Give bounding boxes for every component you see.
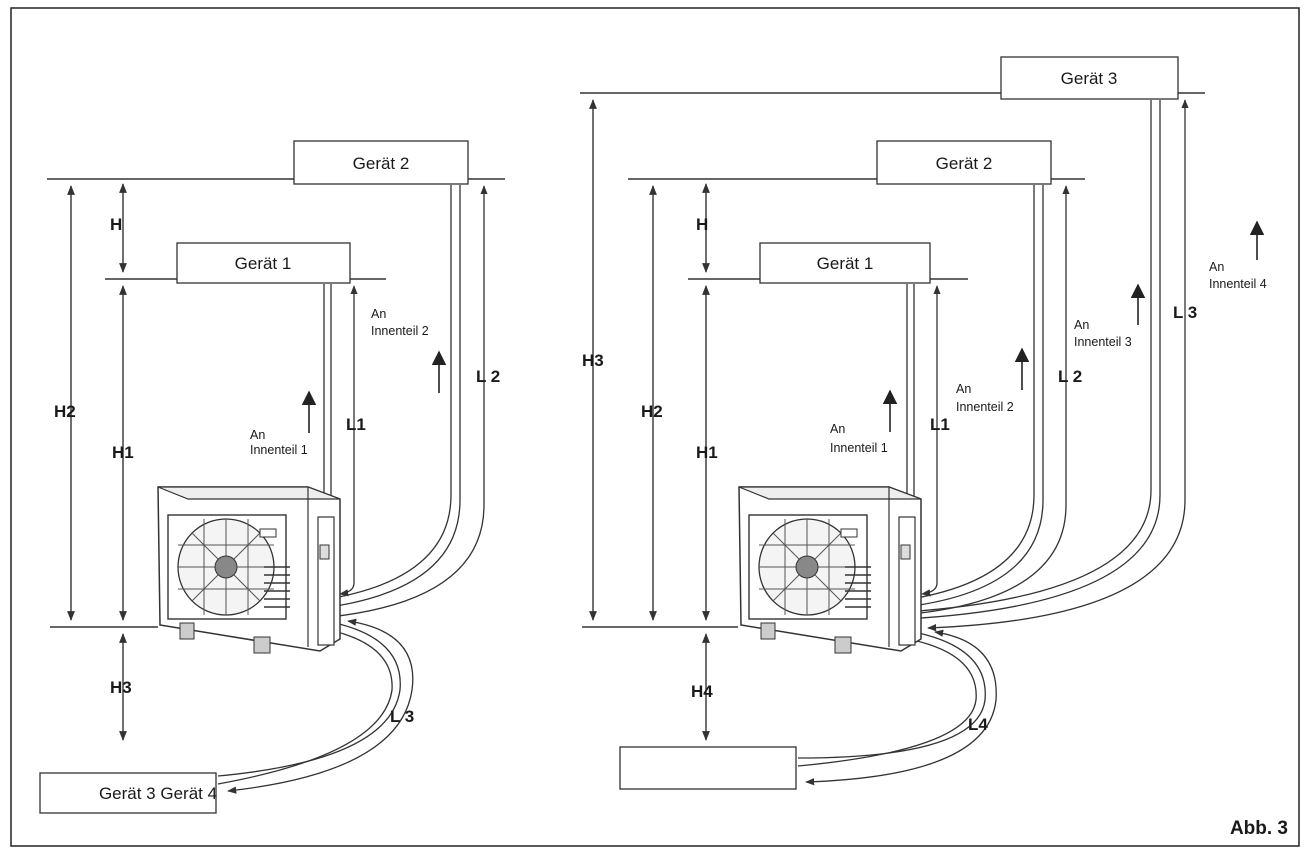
left-pipes-unit3 xyxy=(217,618,414,794)
left-h2-label: H2 xyxy=(54,402,76,421)
svg-text:An: An xyxy=(1209,260,1224,274)
svg-text:Innenteil 3: Innenteil 3 xyxy=(1074,335,1132,349)
right-arrow-innenteil-2: An Innenteil 2 xyxy=(956,347,1030,414)
frame-border xyxy=(10,7,1300,847)
right-h2-label: H2 xyxy=(641,402,663,421)
right-unit3-label: Gerät 3 xyxy=(1061,69,1118,88)
right-arrow-innenteil-1: An Innenteil 1 xyxy=(830,389,898,455)
left-l2-label: L 2 xyxy=(476,367,500,386)
svg-text:Innenteil 1: Innenteil 1 xyxy=(250,443,308,457)
left-outdoor-unit xyxy=(157,486,341,654)
left-unit2-label: Gerät 2 xyxy=(353,154,410,173)
right-h4-label: H4 xyxy=(691,682,713,701)
left-arrow-innenteil-2: An Innenteil 2 xyxy=(371,307,447,393)
right-h-label: H xyxy=(696,215,708,234)
right-pipes-unit4 xyxy=(797,629,997,786)
svg-text:An: An xyxy=(956,382,971,396)
right-unit2-label: Gerät 2 xyxy=(936,154,993,173)
right-l3-label: L 3 xyxy=(1173,303,1197,322)
svg-text:An: An xyxy=(250,428,265,442)
svg-text:An: An xyxy=(1074,318,1089,332)
right-unit1-box: Gerät 1 xyxy=(759,242,931,284)
right-l4-label: L4 xyxy=(968,715,988,734)
right-l2-label: L 2 xyxy=(1058,367,1082,386)
svg-text:Innenteil 2: Innenteil 2 xyxy=(956,400,1014,414)
right-unit3-box: Gerät 3 xyxy=(1000,56,1179,100)
left-h3-label: H3 xyxy=(110,678,132,697)
left-l3-label: L 3 xyxy=(390,707,414,726)
right-unit2-box: Gerät 2 xyxy=(876,140,1052,185)
left-l1-label: L1 xyxy=(346,415,366,434)
right-diagram: H3 H2 H H1 H4 Gerät 3 Gerät 2 Gerät 1 xyxy=(580,56,1267,790)
right-arrow-innenteil-3: An Innenteil 3 xyxy=(1074,283,1146,349)
left-unit3-label: Gerät 3 Gerät 4 xyxy=(99,784,217,803)
right-outdoor-unit xyxy=(738,486,922,654)
right-h3-label: H3 xyxy=(582,351,604,370)
left-arrow-innenteil-1: An Innenteil 1 xyxy=(250,390,317,457)
svg-text:Innenteil 4: Innenteil 4 xyxy=(1209,277,1267,291)
right-l1-label: L1 xyxy=(930,415,950,434)
right-pipes-unit3 xyxy=(904,99,1189,632)
left-h1-label: H1 xyxy=(112,443,134,462)
svg-text:Innenteil 1: Innenteil 1 xyxy=(830,441,888,455)
left-h-label: H xyxy=(110,215,122,234)
left-unit2-box: Gerät 2 xyxy=(293,140,469,185)
svg-text:An: An xyxy=(830,422,845,436)
left-unit1-label: Gerät 1 xyxy=(235,254,292,273)
left-unit1-box: Gerät 1 xyxy=(176,242,351,284)
right-arrow-innenteil-4: An Innenteil 4 xyxy=(1209,220,1267,291)
figure-label: Abb. 3 xyxy=(1230,818,1288,839)
left-pipes-unit2 xyxy=(321,185,488,620)
svg-text:An: An xyxy=(371,307,386,321)
right-h1-label: H1 xyxy=(696,443,718,462)
right-unit1-label: Gerät 1 xyxy=(817,254,874,273)
right-unit4-box xyxy=(619,746,797,790)
svg-text:Innenteil 2: Innenteil 2 xyxy=(371,324,429,338)
left-unit3-box: Gerät 3 Gerät 4 xyxy=(39,772,217,814)
left-diagram: H H2 H1 H3 Gerät 2 Gerät 1 Gerät 3 Gerät… xyxy=(39,140,505,814)
